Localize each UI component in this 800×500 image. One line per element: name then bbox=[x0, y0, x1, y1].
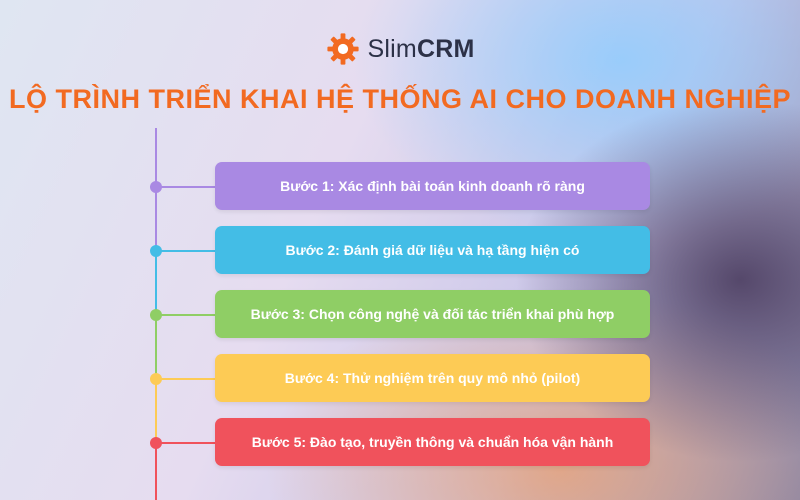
step-4-connector bbox=[155, 378, 217, 380]
step-3-label: Bước 3: Chọn công nghệ và đối tác triển … bbox=[250, 306, 615, 322]
logo-text-bold: CRM bbox=[416, 34, 475, 63]
step-2: Bước 2: Đánh giá dữ liệu và hạ tầng hiện… bbox=[150, 226, 650, 274]
step-5-box: Bước 5: Đào tạo, truyền thông và chuẩn h… bbox=[215, 418, 650, 466]
timeline-segment-2 bbox=[155, 251, 157, 315]
step-5-label: Bước 5: Đào tạo, truyền thông và chuẩn h… bbox=[251, 434, 614, 450]
step-1-box: Bước 1: Xác định bài toán kinh doanh rõ … bbox=[215, 162, 650, 210]
step-4-box: Bước 4: Thử nghiệm trên quy mô nhỏ (pilo… bbox=[215, 354, 650, 402]
timeline-segment-4 bbox=[155, 379, 157, 443]
step-4-dot bbox=[150, 373, 162, 385]
step-2-dot bbox=[150, 245, 162, 257]
step-3-dot bbox=[150, 309, 162, 321]
logo-text: SlimCRM bbox=[368, 35, 475, 64]
step-1-connector bbox=[155, 186, 217, 188]
step-2-label: Bước 2: Đánh giá dữ liệu và hạ tầng hiện… bbox=[285, 242, 580, 258]
step-1: Bước 1: Xác định bài toán kinh doanh rõ … bbox=[150, 162, 650, 210]
timeline-segment-5 bbox=[155, 443, 157, 500]
step-5: Bước 5: Đào tạo, truyền thông và chuẩn h… bbox=[150, 418, 650, 466]
step-5-connector bbox=[155, 442, 217, 444]
page-title: LỘ TRÌNH TRIỂN KHAI HỆ THỐNG AI CHO DOAN… bbox=[8, 84, 791, 114]
step-2-connector bbox=[155, 250, 217, 252]
step-4: Bước 4: Thử nghiệm trên quy mô nhỏ (pilo… bbox=[150, 354, 650, 402]
step-4-label: Bước 4: Thử nghiệm trên quy mô nhỏ (pilo… bbox=[284, 370, 581, 386]
step-1-label: Bước 1: Xác định bài toán kinh doanh rõ … bbox=[280, 178, 585, 194]
step-3: Bước 3: Chọn công nghệ và đối tác triển … bbox=[150, 290, 650, 338]
step-2-box: Bước 2: Đánh giá dữ liệu và hạ tầng hiện… bbox=[215, 226, 650, 274]
step-3-box: Bước 3: Chọn công nghệ và đối tác triển … bbox=[215, 290, 650, 338]
logo: SlimCRM bbox=[0, 32, 800, 66]
step-1-dot bbox=[150, 181, 162, 193]
gear-icon bbox=[326, 33, 359, 65]
step-5-dot bbox=[150, 437, 162, 449]
timeline-segment-3 bbox=[155, 315, 157, 379]
step-3-connector bbox=[155, 314, 217, 316]
logo-text-light: Slim bbox=[367, 34, 417, 63]
